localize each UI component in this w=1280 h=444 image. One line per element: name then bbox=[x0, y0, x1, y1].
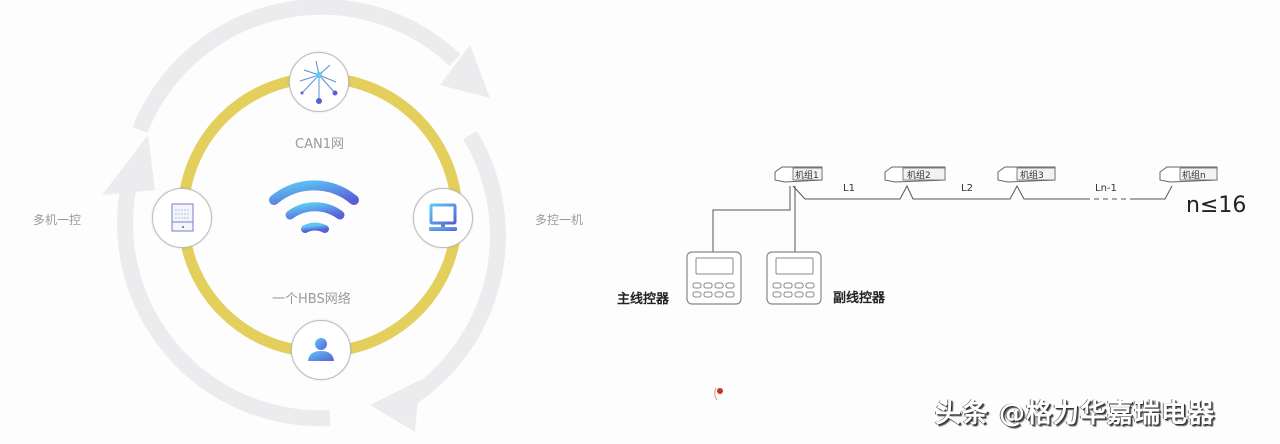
unit-limit-label: n≤16 bbox=[1186, 193, 1247, 218]
unit-3-label: 机组3 bbox=[1020, 171, 1044, 181]
wired-controller-node bbox=[152, 188, 212, 248]
main-controller-label: 主线控器 bbox=[617, 292, 670, 307]
computer-node bbox=[413, 188, 473, 248]
cycle-arrowheads bbox=[102, 45, 490, 432]
main-wired-controller bbox=[686, 251, 742, 305]
indoor-unit-3 bbox=[997, 166, 1056, 183]
network-hub-icon bbox=[299, 60, 338, 104]
indoor-unit-n bbox=[1159, 166, 1218, 183]
unit-n-label: 机组n bbox=[1182, 171, 1206, 181]
segment-l2-label: L2 bbox=[961, 183, 973, 194]
watermark: 头条 @格力华嘉瑞电器 bbox=[935, 399, 1216, 429]
computer-monitor-icon bbox=[429, 203, 457, 231]
segment-ln-1-label: Ln-1 bbox=[1095, 183, 1117, 194]
indoor-unit-1 bbox=[774, 166, 823, 183]
segment-l1-label: L1 bbox=[843, 183, 855, 194]
indoor-unit-2 bbox=[884, 166, 946, 183]
artifact-mark bbox=[714, 387, 723, 401]
sub-wired-controller bbox=[766, 251, 822, 305]
unit-2-label: 机组2 bbox=[907, 171, 931, 181]
hbs-network-label: 一个HBS网络 bbox=[272, 292, 351, 307]
wired-controller-icon bbox=[171, 203, 194, 232]
multi-unit-one-control-label: 多机一控 bbox=[33, 213, 82, 227]
can-network-label: CAN1网 bbox=[295, 137, 344, 152]
cycle-arrows bbox=[117, 0, 506, 427]
multi-control-one-unit-label: 多控一机 bbox=[535, 213, 584, 227]
user-icon bbox=[308, 338, 334, 361]
can-network-node bbox=[289, 52, 349, 112]
sub-controller-label: 副线控器 bbox=[833, 291, 886, 306]
unit-1-label: 机组1 bbox=[795, 171, 819, 181]
wifi-icon bbox=[269, 180, 359, 233]
user-node bbox=[291, 320, 351, 380]
